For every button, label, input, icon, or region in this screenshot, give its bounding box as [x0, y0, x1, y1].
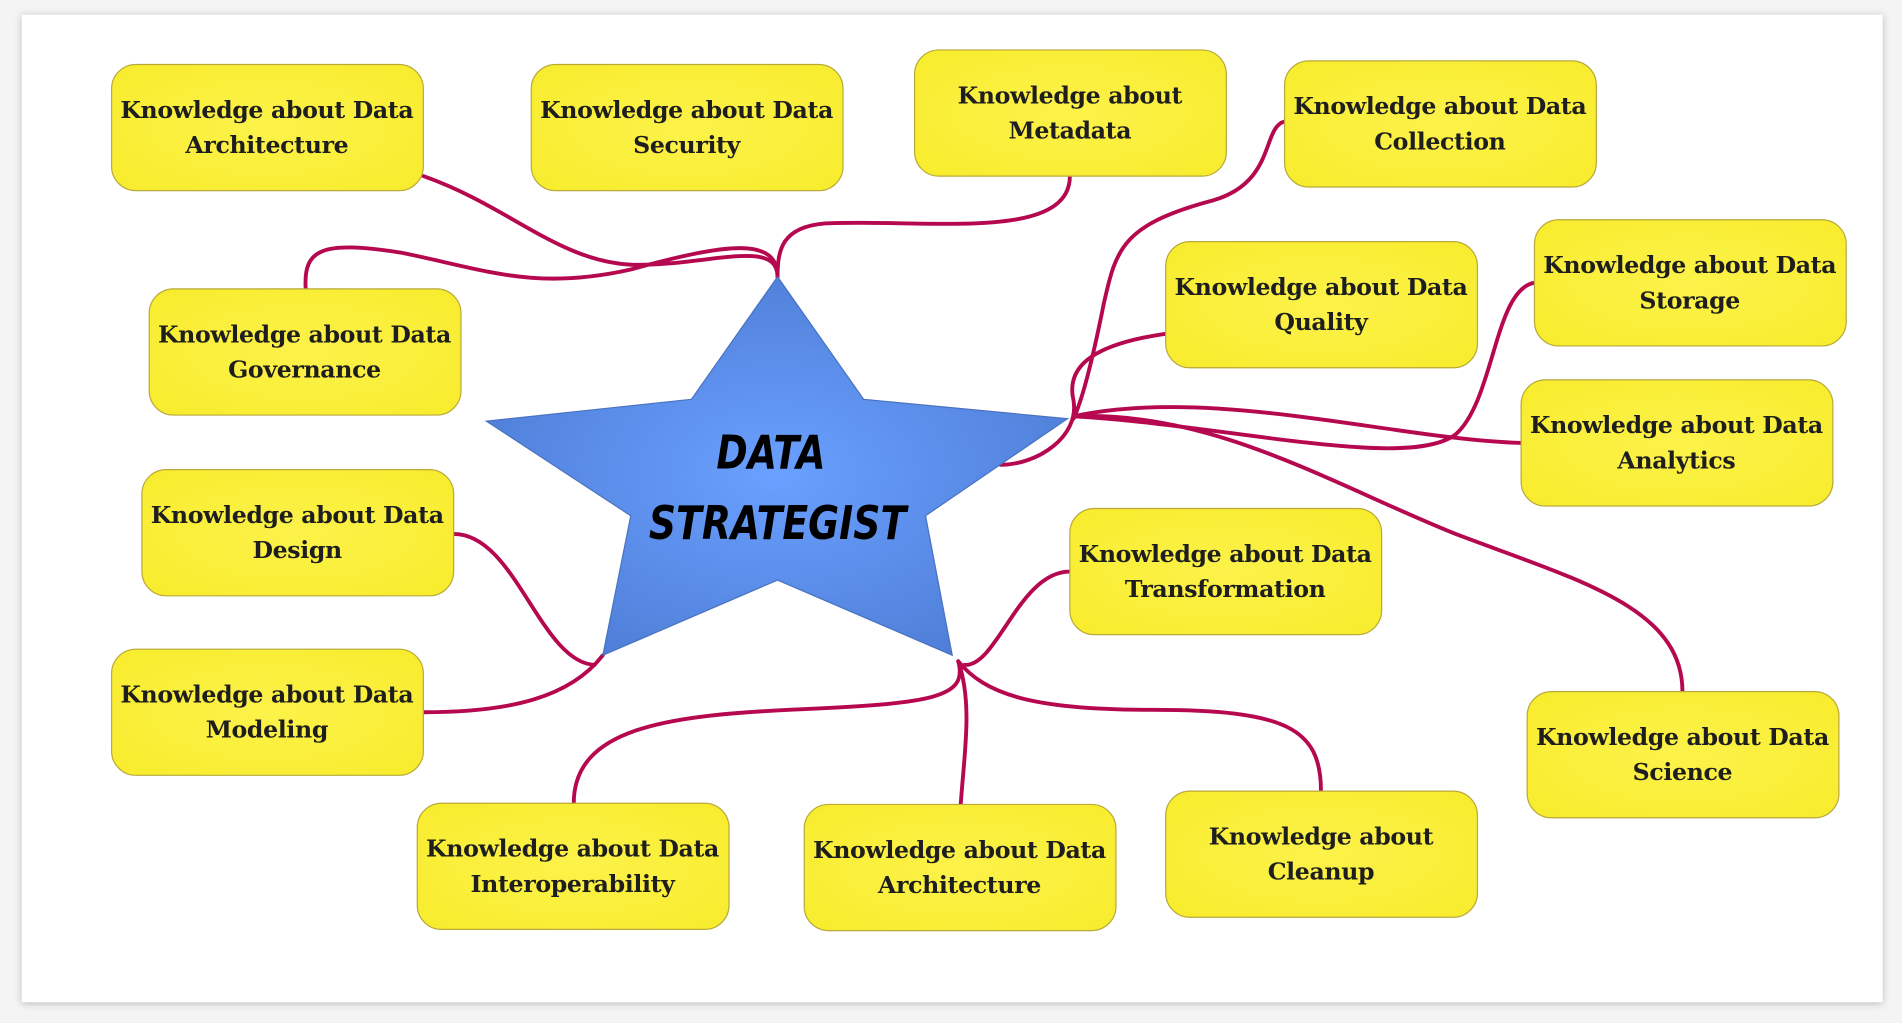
connector-data-transformation [962, 569, 1072, 667]
connector-metadata [775, 174, 1072, 279]
center-title: DATA STRATEGIST [649, 426, 909, 550]
star-shape [484, 275, 1070, 657]
connector-data-science [1071, 414, 1685, 694]
connector-cleanup [956, 659, 1323, 794]
connector-data-governance [303, 245, 780, 291]
connector-data-collection [1071, 119, 1287, 421]
connector-data-storage [1071, 280, 1537, 451]
center-star[interactable]: DATA STRATEGIST [484, 275, 1070, 657]
connector-data-architecture-bottom [956, 659, 969, 807]
connector-data-interoperability [571, 659, 962, 806]
connector-data-architecture-top [421, 174, 780, 279]
connectors [303, 119, 1685, 807]
connector-data-analytics [1071, 405, 1524, 445]
connector-data-quality [998, 331, 1168, 467]
connector-data-modeling [421, 653, 605, 715]
connector-data-design [451, 531, 597, 667]
